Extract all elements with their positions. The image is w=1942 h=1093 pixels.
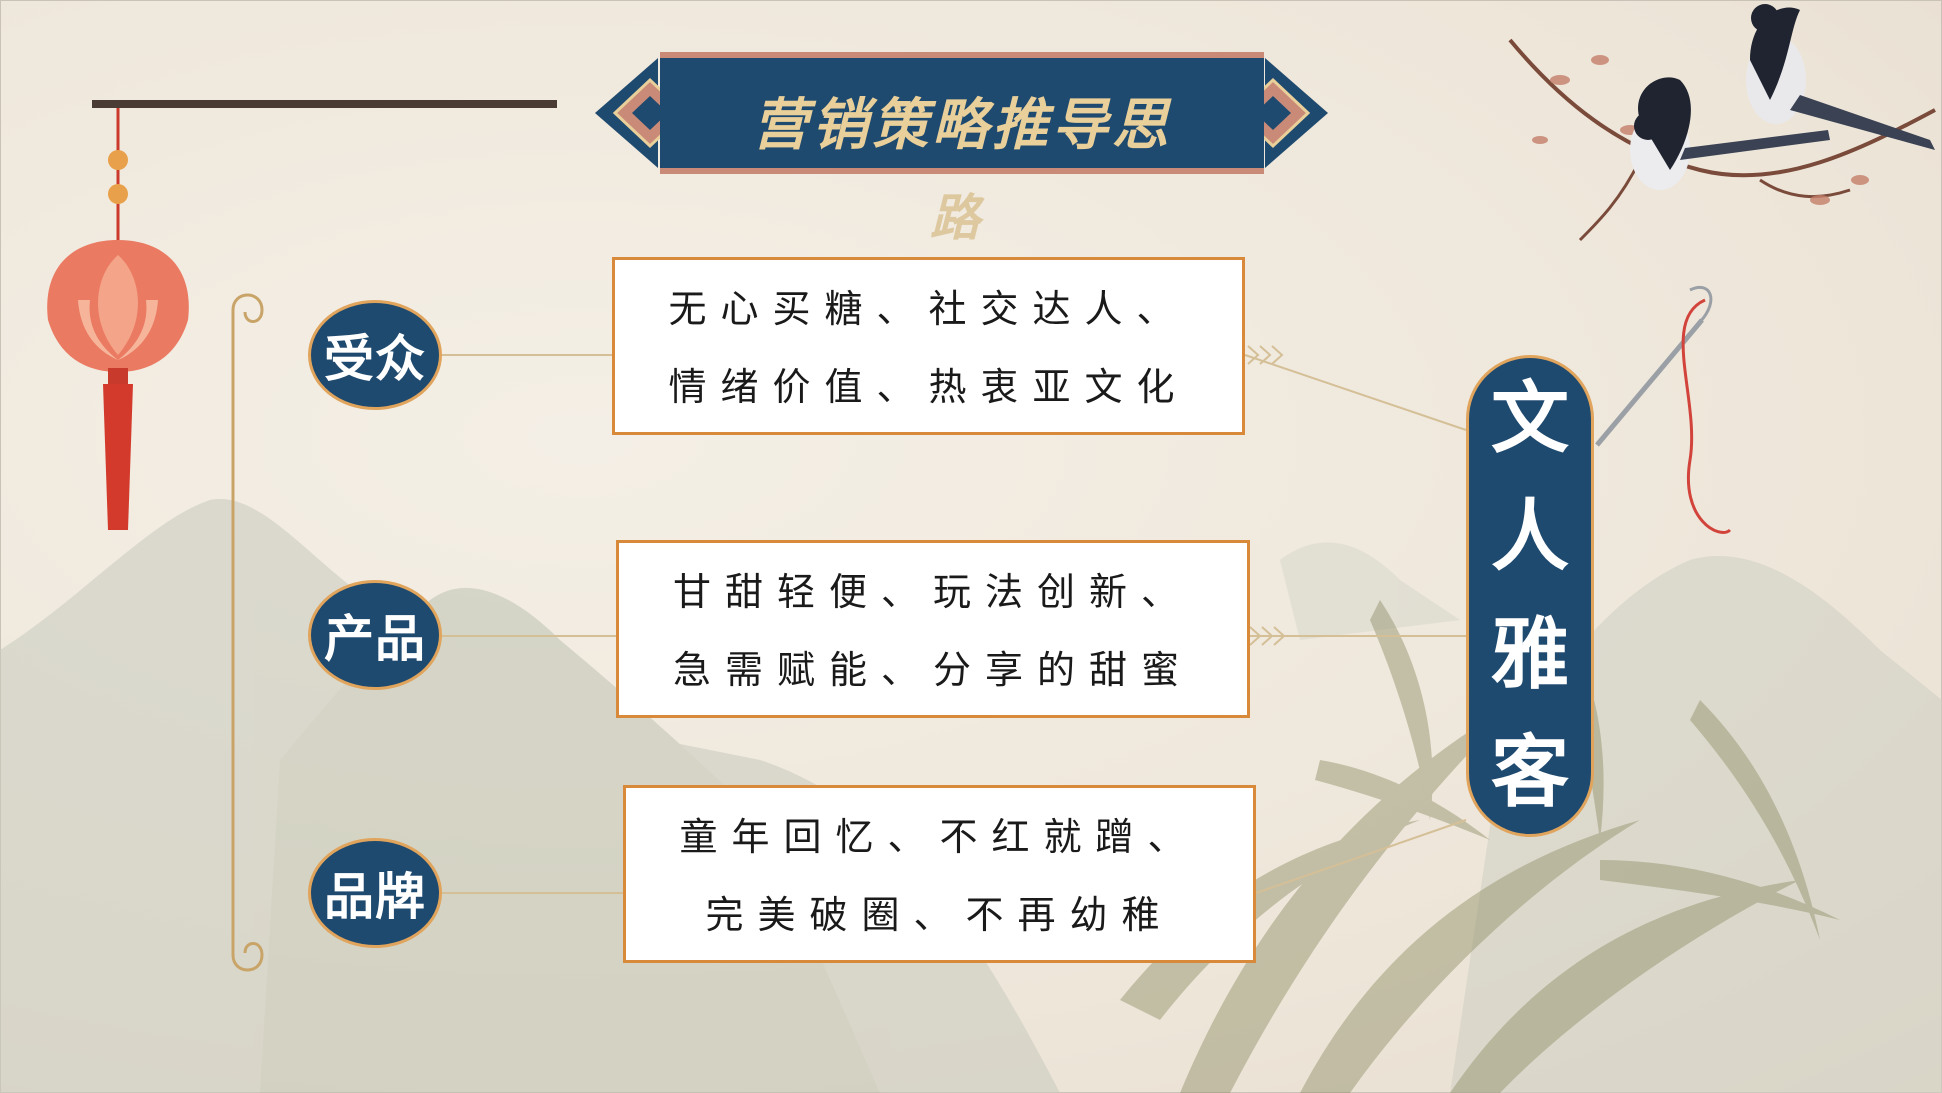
page-title: 营销策略推导思 bbox=[752, 92, 1172, 158]
card-product: 甘甜轻便、玩法创新、 急需赋能、分享的甜蜜 bbox=[616, 540, 1250, 718]
conclusion-char-2: 人 bbox=[1490, 491, 1569, 582]
conclusion-pill: 文 人 雅 客 bbox=[1466, 355, 1594, 837]
card-product-line1: 甘甜轻便、玩法创新、 bbox=[672, 570, 1193, 614]
conclusion-char-3: 雅 bbox=[1490, 609, 1569, 700]
card-audience: 无心买糖、社交达人、 情绪价值、热衷亚文化 bbox=[612, 257, 1245, 435]
card-audience-line2: 情绪价值、热衷亚文化 bbox=[668, 365, 1189, 409]
label-brand: 品牌 bbox=[308, 838, 442, 948]
conclusion-char-1: 文 bbox=[1490, 373, 1569, 464]
label-audience: 受众 bbox=[308, 300, 442, 410]
title-continuation: 路 bbox=[930, 188, 980, 247]
card-audience-line1: 无心买糖、社交达人、 bbox=[668, 287, 1189, 331]
card-product-line2: 急需赋能、分享的甜蜜 bbox=[672, 648, 1193, 692]
needle-thread-icon bbox=[1595, 285, 1732, 534]
card-brand-line2: 完美破圈、不再幼稚 bbox=[705, 893, 1174, 937]
lantern-icon bbox=[47, 100, 557, 530]
card-brand: 童年回忆、不红就蹭、 完美破圈、不再幼稚 bbox=[623, 785, 1256, 963]
magpie-birds-icon bbox=[1508, 4, 1936, 242]
connectors bbox=[440, 345, 1467, 903]
label-product: 产品 bbox=[308, 580, 442, 690]
conclusion-char-4: 客 bbox=[1490, 727, 1569, 818]
left-bracket bbox=[231, 293, 264, 972]
card-brand-line1: 童年回忆、不红就蹭、 bbox=[679, 815, 1200, 859]
title-banner: 营销策略推导思 bbox=[660, 52, 1264, 174]
